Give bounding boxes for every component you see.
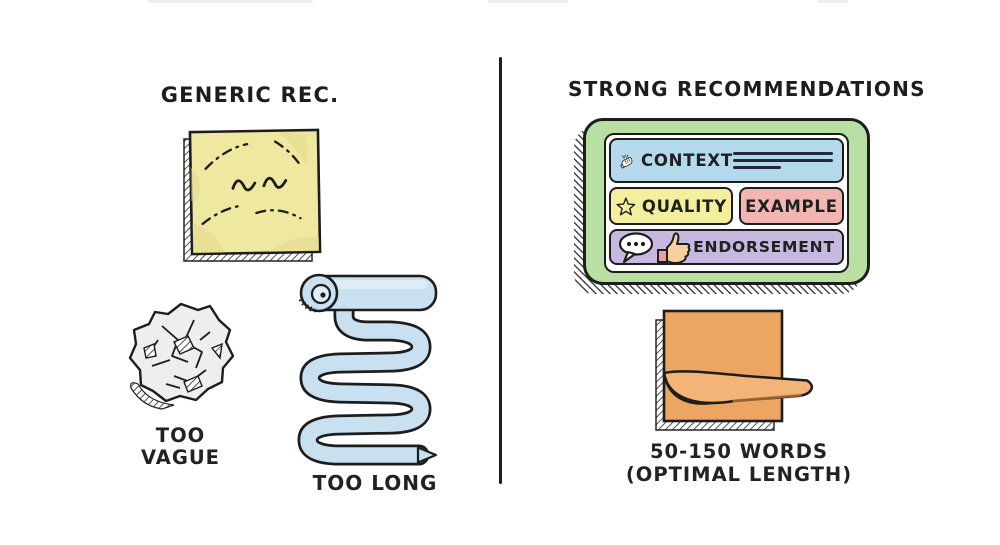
- cropped-text-remnant: [818, 0, 848, 3]
- endorsement-label: ENDORSEMENT: [693, 238, 835, 256]
- recommendation-card: CONTEXT QUALITY EXAMPLE: [583, 118, 870, 285]
- quality-label: QUALITY: [641, 196, 727, 216]
- right-panel-title: STRONG RECOMMENDATIONS: [568, 77, 926, 101]
- speech-bubble-icon: [618, 231, 654, 263]
- thumbs-up-icon: [657, 231, 691, 264]
- endorsement-row: ENDORSEMENT: [609, 229, 844, 265]
- middle-row: QUALITY EXAMPLE: [609, 187, 844, 225]
- orange-sticky-note: [655, 309, 814, 431]
- panel-divider-line: [499, 57, 502, 484]
- quality-box: QUALITY: [609, 187, 733, 225]
- clapping-hands-icon: [620, 153, 633, 169]
- example-box: EXAMPLE: [739, 187, 844, 225]
- caption-too-vague: TOO VAGUE: [140, 424, 221, 469]
- context-label: CONTEXT: [640, 151, 733, 170]
- cropped-text-remnant: [148, 0, 313, 3]
- caption-optimal-length: 50-150 WORDS (OPTIMAL LENGTH): [625, 440, 853, 486]
- cropped-text-remnant: [488, 0, 568, 3]
- long-scroll: [297, 273, 438, 466]
- context-row: CONTEXT: [609, 138, 844, 183]
- crumpled-paper-ball: [128, 302, 235, 410]
- example-label: EXAMPLE: [745, 196, 838, 216]
- caption-too-long: TOO LONG: [312, 471, 438, 495]
- yellow-sticky-note: [183, 128, 322, 262]
- card-inner-panel: CONTEXT QUALITY EXAMPLE: [604, 133, 849, 273]
- left-panel-title: GENERIC REC.: [160, 83, 340, 107]
- context-text-lines: [733, 152, 835, 169]
- star-icon: [616, 196, 636, 215]
